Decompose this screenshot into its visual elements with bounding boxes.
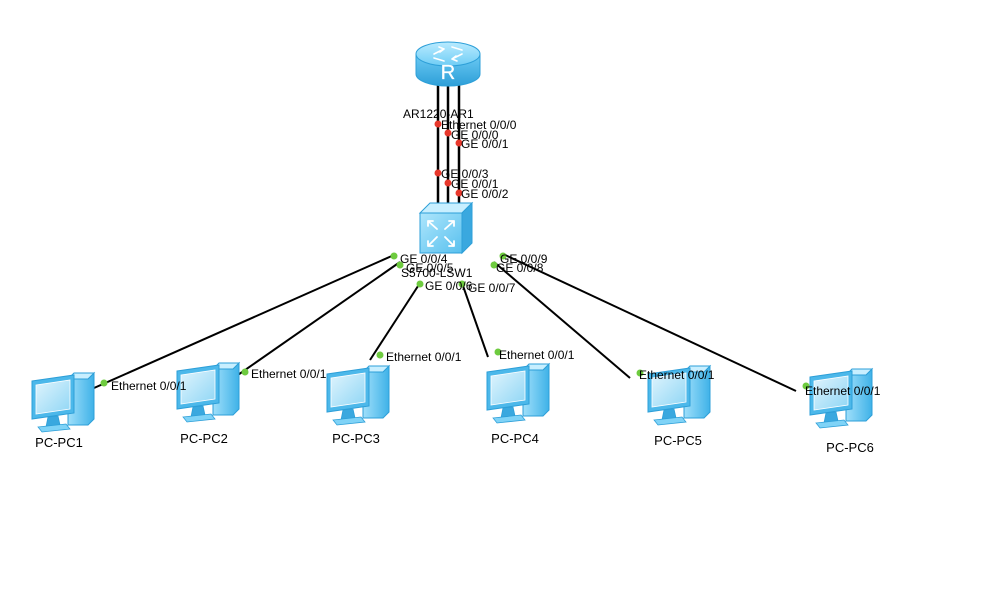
pc-port-label: Ethernet 0/0/1: [111, 379, 187, 393]
pc-name-label: PC-PC2: [180, 431, 228, 446]
pc-name-label: PC-PC5: [654, 433, 702, 448]
port-status-dot: [490, 261, 498, 269]
pc-icon[interactable]: [809, 367, 874, 429]
switch-pc-link[interactable]: [369, 282, 421, 361]
port-status-dot: [376, 351, 384, 359]
switch-port-label: GE 0/0/6: [425, 279, 473, 293]
switch-port-label: GE 0/0/4: [400, 252, 448, 266]
port-status-dot: [494, 348, 502, 356]
router-glyph: R: [441, 62, 455, 84]
switch-port-label: GE 0/0/5: [406, 261, 454, 275]
pc-port-label: Ethernet 0/0/1: [499, 348, 575, 362]
pc-port-label: Ethernet 0/0/1: [386, 350, 462, 364]
switch-pc-link[interactable]: [493, 261, 631, 379]
port-status-dot: [416, 280, 424, 288]
pc-port-label: Ethernet 0/0/1: [639, 368, 715, 382]
switch-port-label: GE 0/0/3: [441, 167, 489, 181]
router-name-label: AR1220-AR1: [403, 107, 474, 121]
switch-pc-link[interactable]: [234, 261, 401, 378]
pc-port-label: Ethernet 0/0/1: [805, 384, 881, 398]
port-status-dot: [802, 382, 810, 390]
port-status-dot: [455, 189, 463, 197]
port-status-dot: [434, 120, 442, 128]
pc-icon[interactable]: [31, 371, 96, 433]
pc-name-label: PC-PC3: [332, 431, 380, 446]
switch-port-label: GE 0/0/7: [468, 281, 516, 295]
port-status-dot: [241, 368, 249, 376]
pc-name-label: PC-PC6: [826, 440, 874, 455]
switch-port-label: GE 0/0/2: [461, 187, 509, 201]
port-status-dot: [444, 179, 452, 187]
port-status-dot: [499, 252, 507, 260]
port-status-dot: [636, 369, 644, 377]
port-status-dot: [390, 252, 398, 260]
router-port-label: GE 0/0/0: [451, 128, 499, 142]
switch-pc-link[interactable]: [502, 253, 797, 392]
port-status-dot: [434, 169, 442, 177]
port-status-dot: [455, 139, 463, 147]
switch-port-label: GE 0/0/1: [451, 177, 499, 191]
pc-icon[interactable]: [486, 362, 551, 424]
router-port-label: GE 0/0/1: [461, 137, 509, 151]
switch-pc-link[interactable]: [93, 254, 395, 389]
switch-name-label: S5700-LSW1: [401, 266, 473, 280]
pc-icon[interactable]: [647, 364, 712, 426]
switch-pc-link[interactable]: [461, 282, 489, 358]
port-status-dot: [458, 280, 466, 288]
switch-icon[interactable]: [418, 201, 474, 255]
pc-name-label: PC-PC1: [35, 435, 83, 450]
router-icon[interactable]: R: [415, 41, 481, 87]
port-status-dot: [100, 379, 108, 387]
switch-port-label: GE 0/0/8: [496, 261, 544, 275]
pc-name-label: PC-PC4: [491, 431, 539, 446]
router-port-label: Ethernet 0/0/0: [441, 118, 517, 132]
switch-port-label: GE 0/0/9: [500, 252, 548, 266]
port-status-dot: [444, 129, 452, 137]
pc-port-label: Ethernet 0/0/1: [251, 367, 327, 381]
pc-icon[interactable]: [176, 361, 241, 423]
port-status-dot: [396, 261, 404, 269]
pc-icon[interactable]: [326, 364, 391, 426]
